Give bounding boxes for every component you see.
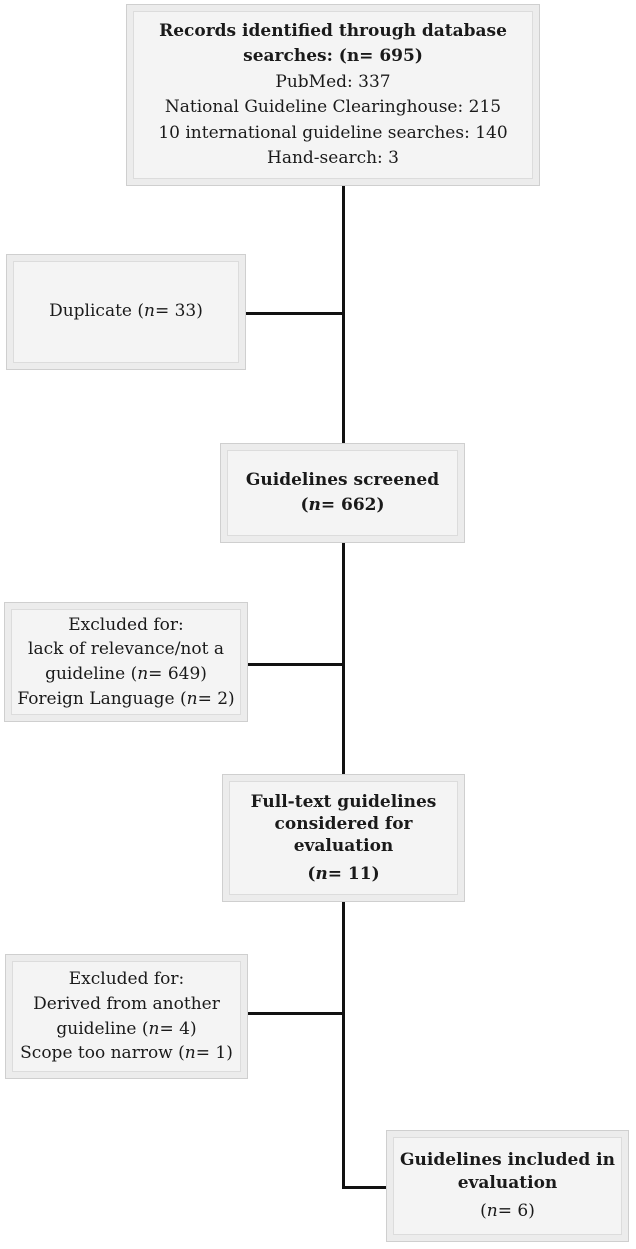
excluded1-reason1-line1: lack of relevance/not a	[28, 639, 224, 660]
connector-vertical-3	[342, 902, 345, 1188]
guidelines-screened-box: Guidelines screened (n= 662)	[220, 443, 465, 543]
excluded1-heading: Excluded for:	[68, 614, 184, 635]
screened-n: n	[308, 495, 321, 515]
fulltext-title-line2: considered for	[274, 813, 413, 834]
screened-count-value: = 662)	[320, 495, 385, 515]
connector-vertical-2	[342, 543, 345, 774]
excluded1-reason2-n: n	[186, 688, 198, 709]
fulltext-title-line1: Full-text guidelines	[250, 791, 437, 812]
excluded2-reason1-line1: Derived from another	[33, 993, 220, 1014]
duplicate-box: Duplicate (n= 33)	[6, 254, 246, 370]
source-ngc: National Guideline Clearinghouse: 215	[164, 97, 502, 117]
excluded2-reason1-n: n	[148, 1018, 160, 1039]
fulltext-n: n	[315, 864, 328, 885]
duplicate-n: n	[144, 301, 155, 322]
fulltext-title-line3: evaluation	[293, 836, 394, 856]
duplicate-prefix: Duplicate (	[49, 301, 145, 322]
excluded1-reason1-prefix: guideline (	[45, 664, 138, 684]
duplicate-text: Duplicate (n= 33)	[49, 299, 203, 325]
excluded1-reason2-count: = 2)	[197, 688, 235, 709]
included-title-line2: evaluation	[457, 1172, 558, 1193]
excluded2-reason2-count: = 1)	[195, 1043, 233, 1064]
connector-included-branch	[342, 1186, 386, 1189]
connector-excluded1-branch	[248, 663, 344, 666]
excluded2-reason2: Scope too narrow (n= 1)	[20, 1041, 233, 1066]
duplicate-count: = 33)	[154, 301, 203, 322]
source-pubmed: PubMed: 337	[275, 71, 391, 92]
excluded1-reason2: Foreign Language (n= 2)	[17, 687, 234, 712]
screened-count: (n= 662)	[300, 495, 385, 515]
excluded-relevance-box: Excluded for: lack of relevance/not a gu…	[4, 602, 248, 722]
fulltext-count: (n= 11)	[307, 864, 380, 885]
screened-title: Guidelines screened	[245, 469, 440, 490]
excluded2-reason1-line2: guideline (n= 4)	[56, 1017, 196, 1042]
included-count-value: = 6)	[497, 1201, 535, 1222]
fulltext-count-value: = 11)	[327, 864, 380, 885]
records-identified-title-line2: searches: (n= 695)	[243, 46, 423, 66]
included-n: n	[486, 1201, 498, 1222]
excluded2-reason1-prefix: guideline (	[56, 1018, 149, 1039]
connector-excluded2-branch	[248, 1012, 344, 1015]
records-identified-box: Records identified through database sear…	[126, 4, 540, 186]
excluded2-reason2-n: n	[184, 1043, 196, 1064]
guidelines-included-box: Guidelines included in evaluation (n= 6)	[386, 1130, 629, 1242]
excluded2-reason2-prefix: Scope too narrow (	[20, 1043, 185, 1064]
excluded2-heading: Excluded for:	[68, 969, 185, 990]
excluded1-reason1-n: n	[137, 664, 149, 684]
source-international: 10 international guideline searches: 140	[158, 122, 508, 143]
excluded2-reason1-count: = 4)	[159, 1018, 197, 1039]
records-identified-title-line1: Records identified through database	[159, 20, 507, 41]
connector-duplicate-branch	[246, 312, 344, 315]
excluded1-reason2-prefix: Foreign Language (	[17, 688, 187, 709]
excluded1-reason1-line2: guideline (n= 649)	[45, 662, 207, 687]
fulltext-box: Full-text guidelines considered for eval…	[222, 774, 465, 902]
source-hand-search: Hand-search: 3	[267, 148, 399, 168]
included-title-line1: Guidelines included in	[400, 1149, 615, 1170]
included-count: (n= 6)	[480, 1201, 535, 1222]
excluded1-reason1-count: = 649)	[148, 664, 207, 684]
excluded-derived-box: Excluded for: Derived from another guide…	[5, 954, 248, 1079]
